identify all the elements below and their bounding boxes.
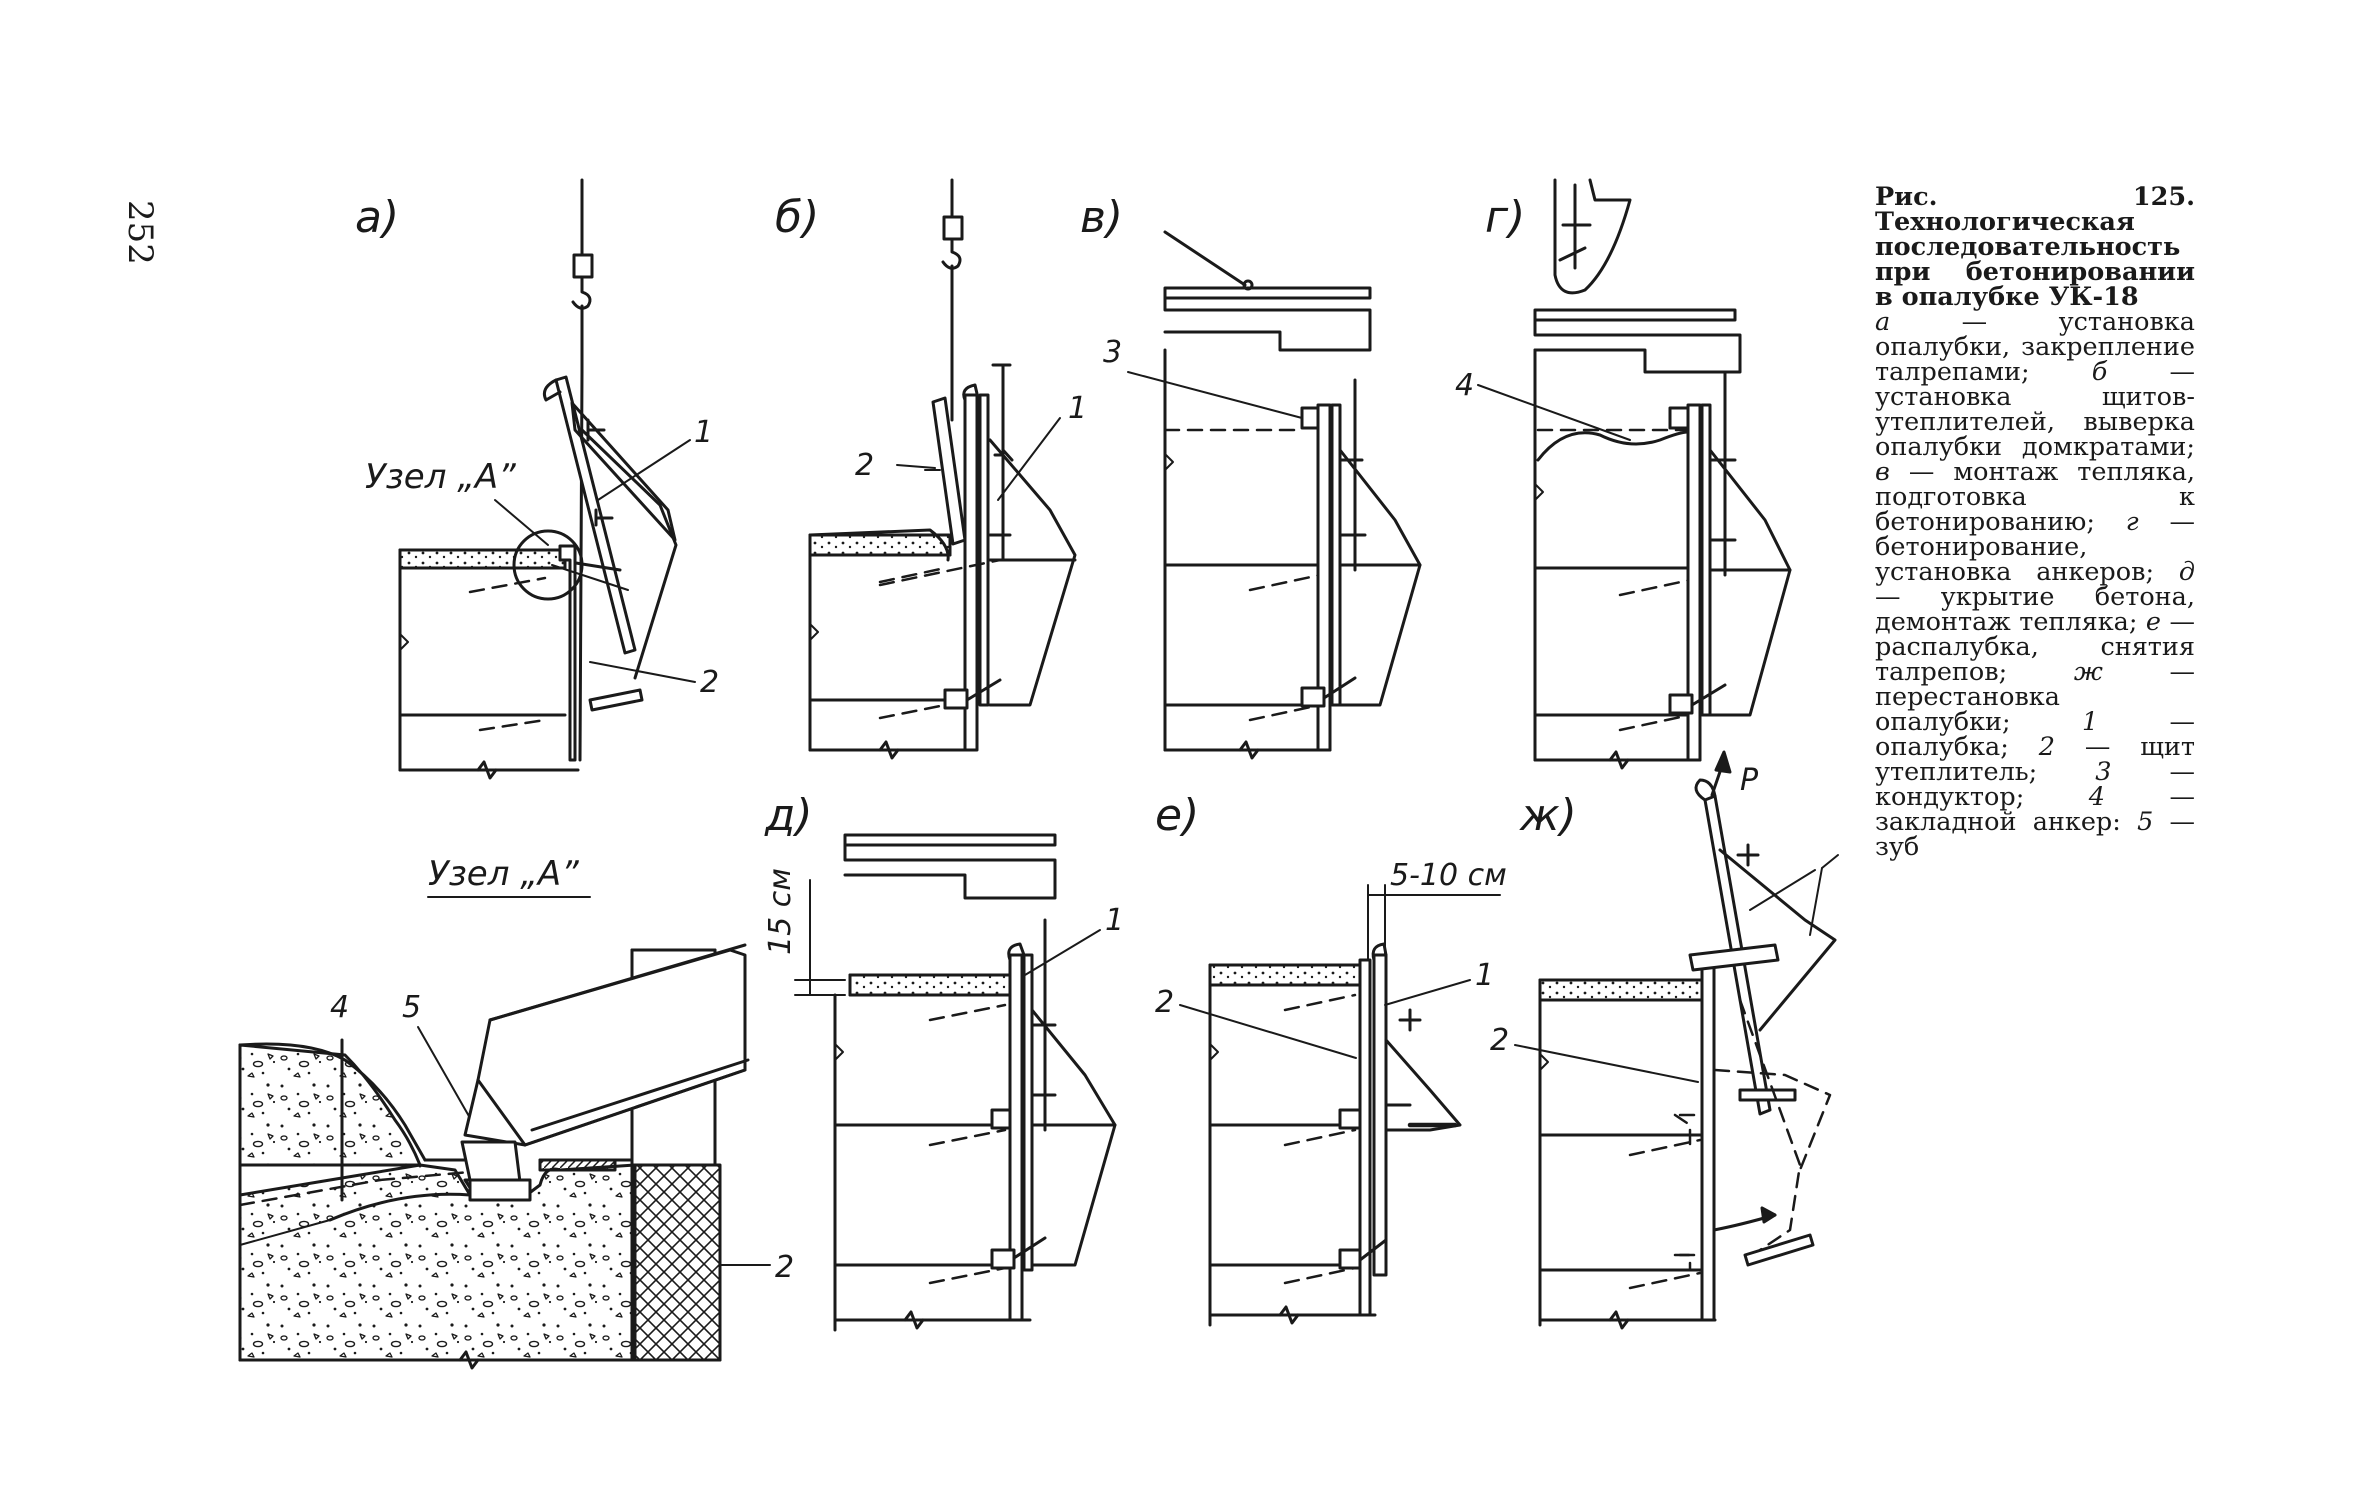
panel-zh-callout-2: 2 [1490,1023,1509,1058]
panel-v: в) 3 [1080,192,1422,760]
panel-a-callout-2: 2 [700,665,719,700]
caption-item-e: е — распалубка, снятия талрепов; [1875,607,2195,687]
panel-e-label: е) [1155,790,1199,841]
panel-b: б) 2 1 [775,178,1087,760]
caption-legend-4: 4 — закладной анкер: [1875,782,2196,837]
caption-item-a: а — установка опалубки, закрепление талр… [1875,307,2196,387]
node-a-callout-4: 4 [330,990,349,1025]
caption-legend-3: 3 — кондуктор; [1875,757,2195,812]
panel-b-callout-1: 1 [1068,391,1087,426]
panel-a-label: а) [355,192,399,243]
caption-legend-5: 5 — зуб [1875,807,2196,862]
caption-item-b: б — установка щитов-утеплителей, выверка… [1875,357,2195,462]
panel-zh: ж) P [1490,750,1839,1330]
caption-item-v: в — монтаж тепляка, подготовка к бетонир… [1875,457,2196,537]
caption-item-zh: ж — перестановка опалубки; [1875,657,2196,737]
caption-legend-2: 2 — щит утеплитель; [1875,732,2196,787]
panel-e-callout-2: 2 [1155,985,1174,1020]
panel-d-label: д) [764,790,813,841]
panel-b-callout-2: 2 [855,448,874,483]
node-a-detail: Узел „А” 4 5 [238,854,794,1370]
panel-zh-force-p: P [1740,763,1759,798]
caption-item-g: г — бетонирование, установка анкеров; [1875,507,2195,587]
panel-b-label: б) [775,192,819,243]
panel-v-callout-3: 3 [1103,335,1122,370]
panel-zh-label: ж) [1519,790,1577,841]
panel-d-dimension: 15 см [763,868,798,955]
panel-d: д) 15 см 1 [763,790,1124,1332]
panel-e: е) 5-10 см 1 2 [1155,790,1507,1327]
caption-title: Рис. 125. Технологическая последовательн… [1875,182,2195,312]
panel-e-dimension: 5-10 см [1390,858,1507,893]
panel-g-label: г) [1485,192,1525,243]
node-a-callout-5: 5 [402,990,421,1025]
panel-g-callout-4: 4 [1455,368,1474,403]
panel-g: г) 4 [1455,178,1792,770]
panel-e-callout-1: 1 [1475,958,1494,993]
panel-d-callout-1: 1 [1105,903,1124,938]
caption-body: а — установка опалубки, закрепление талр… [1875,307,2196,862]
node-a-callout-2: 2 [775,1250,794,1285]
panel-a-callout-1: 1 [694,415,713,450]
panel-v-label: в) [1080,192,1123,243]
node-a-label: Узел „А” [365,457,516,497]
node-a-title: Узел „А” [428,854,579,894]
panel-a: а) 1 2 Узел „ [355,178,719,780]
caption-legend-1: 1 — опалубка; [1875,707,2195,762]
figure-caption: Рис. 125. Технологическая последовательн… [1875,182,2196,862]
caption-item-d: д — укрытие бетона, демонтаж тепляка; [1875,557,2195,637]
